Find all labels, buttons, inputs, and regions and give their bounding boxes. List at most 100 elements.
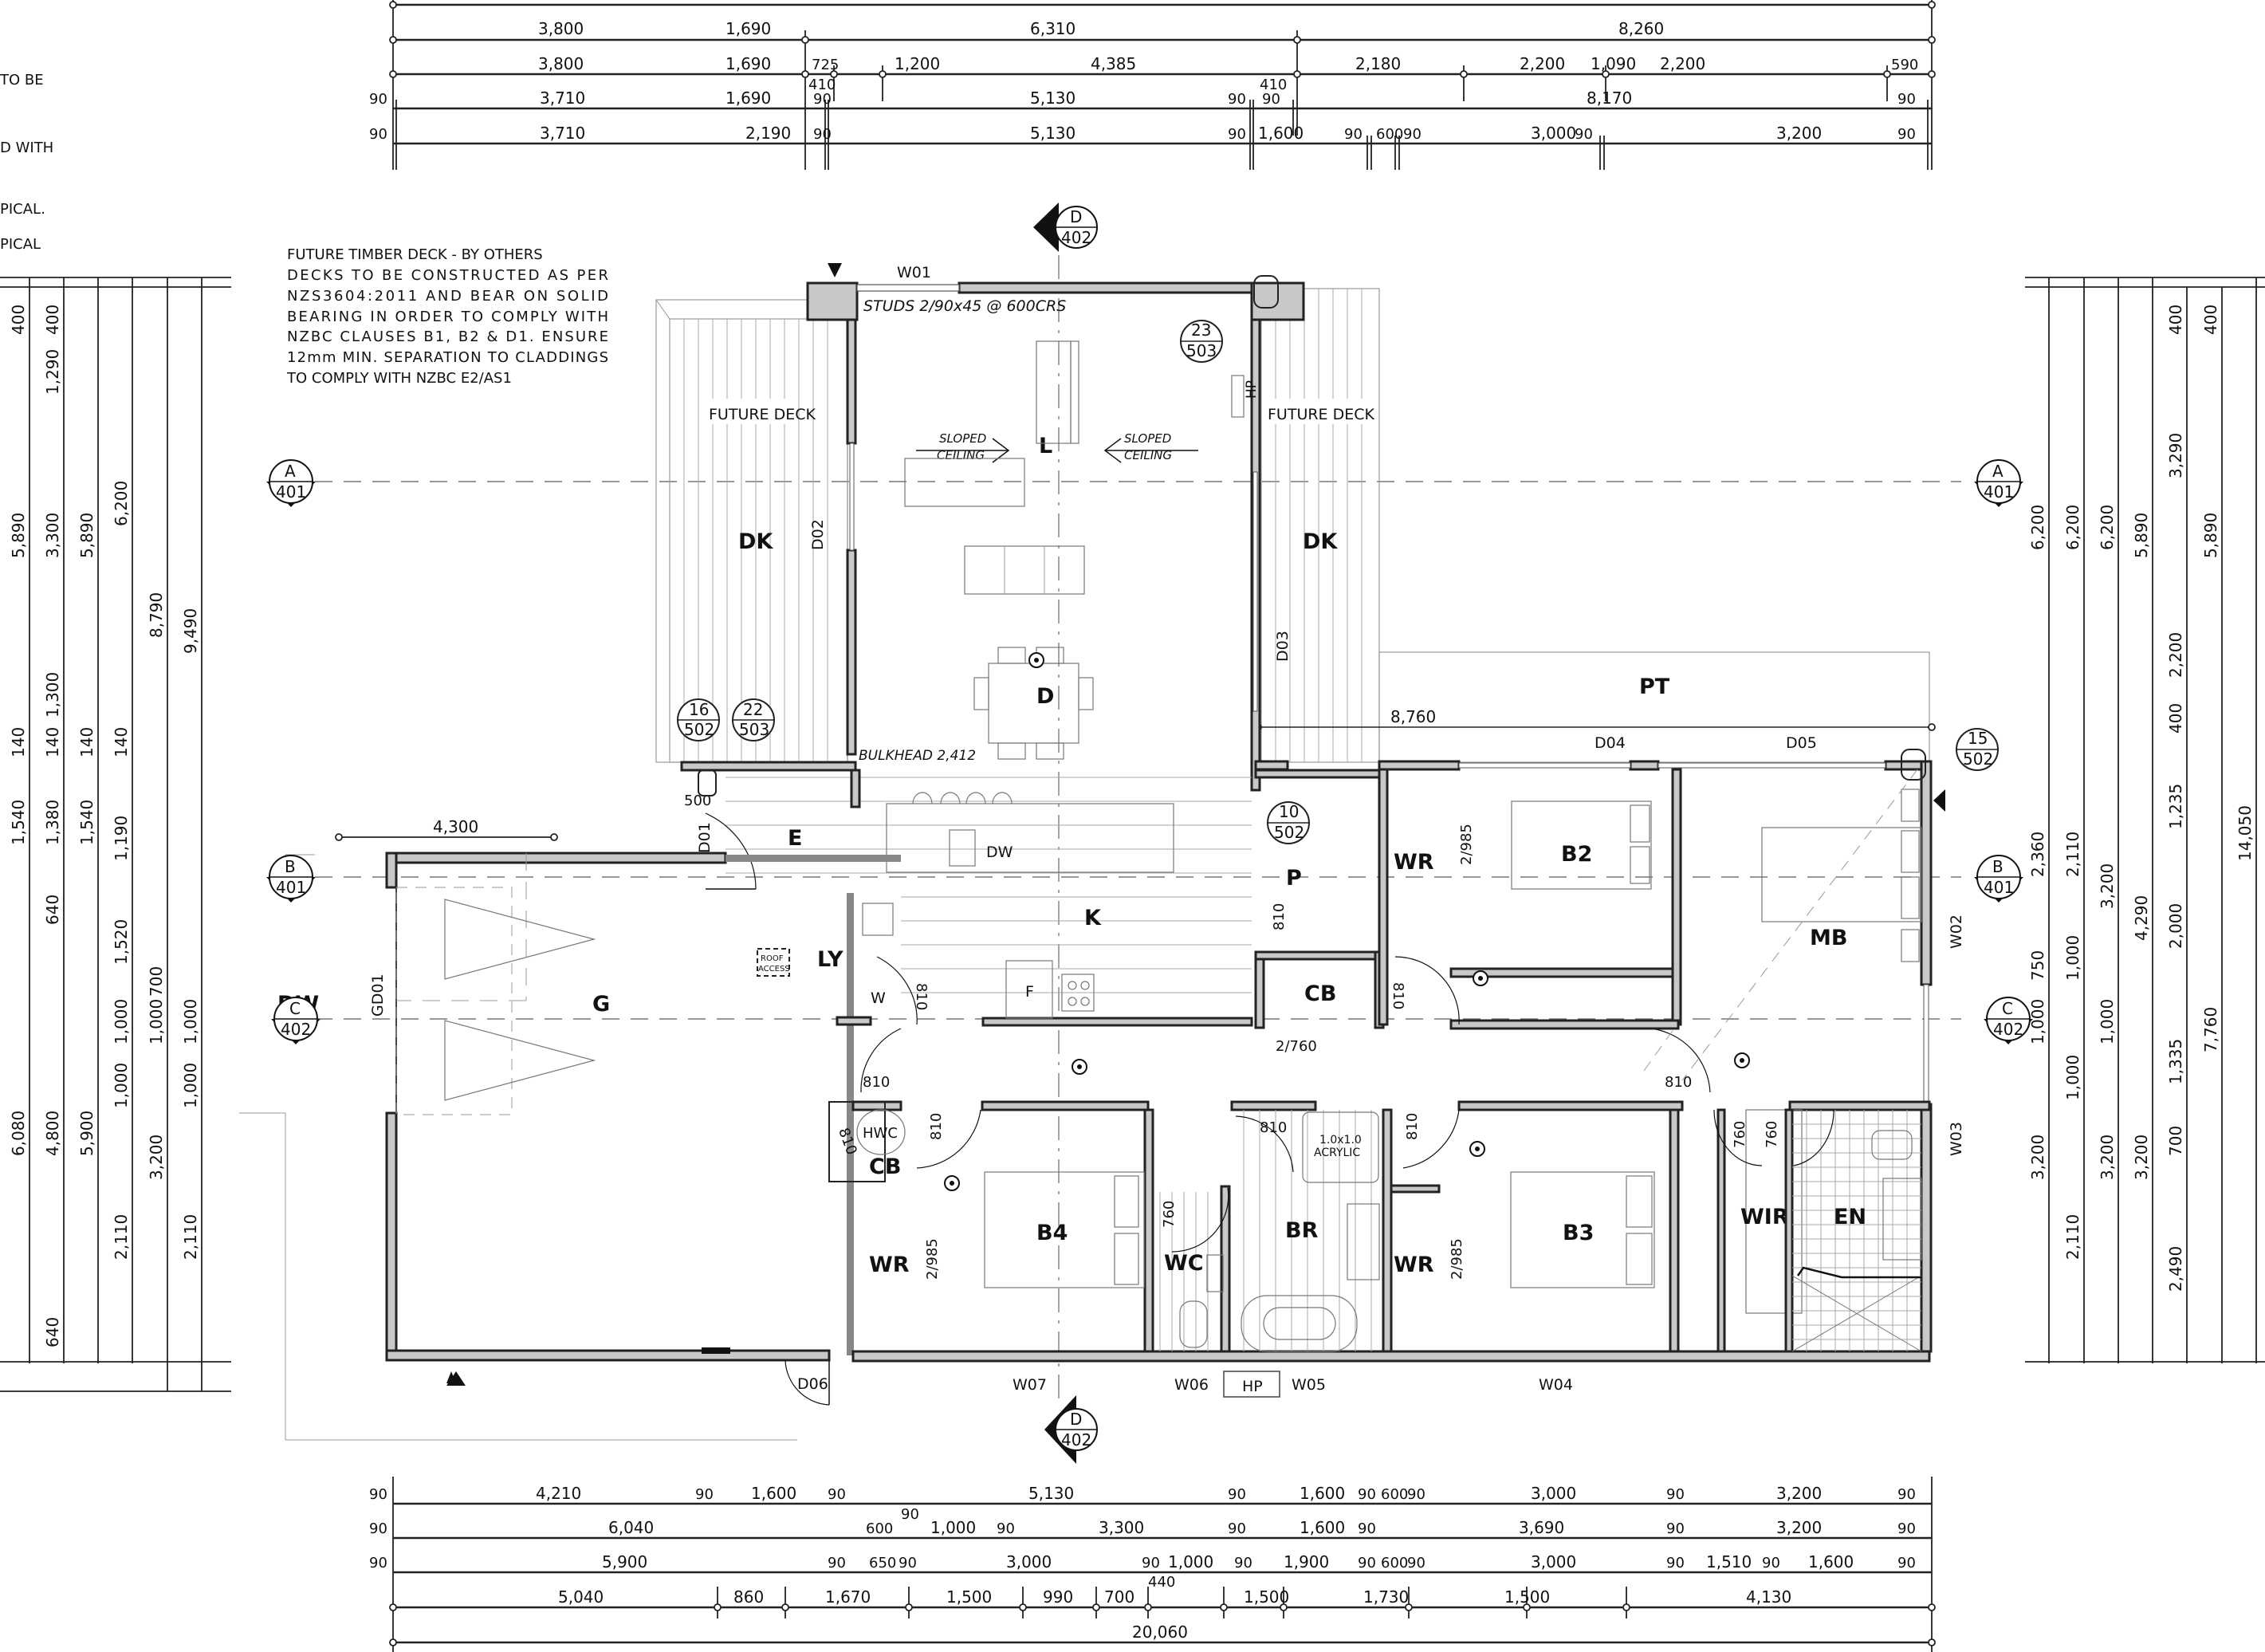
window-tag-w05: W05	[1292, 1376, 1326, 1394]
room-label-garage: G	[592, 992, 610, 1017]
svg-text:90: 90	[1897, 1555, 1916, 1571]
svg-text:401: 401	[1984, 878, 2014, 897]
sofa-side	[1036, 340, 1072, 444]
room-label-master-bedroom: MB	[1810, 926, 1847, 950]
svg-text:6,200: 6,200	[2063, 505, 2082, 550]
section-marker-c-left: C 402	[271, 997, 320, 1044]
svg-text:90: 90	[1666, 1555, 1685, 1571]
note-line: D WITH	[0, 140, 53, 156]
svg-text:760: 760	[1161, 1201, 1178, 1228]
svg-text:90: 90	[1897, 126, 1916, 143]
svg-text:400: 400	[43, 305, 62, 335]
svg-text:SLOPED: SLOPED	[1124, 431, 1171, 446]
svg-text:402: 402	[281, 1020, 311, 1039]
svg-text:410: 410	[1260, 77, 1287, 93]
svg-text:6,200: 6,200	[2028, 505, 2047, 550]
svg-text:1,510: 1,510	[1706, 1552, 1752, 1571]
future-deck-label: FUTURE DECK	[1268, 406, 1374, 423]
detail-callout: 23 503	[1180, 275, 1279, 363]
window-tag-w01: W01	[897, 264, 931, 281]
svg-text:4,385: 4,385	[1091, 54, 1136, 73]
south-wing: HWC CB 810 810 B4 WR 2/985 WC 760	[828, 1100, 1965, 1363]
door-tag-d05: D05	[1786, 734, 1817, 752]
svg-text:2,110: 2,110	[2063, 1214, 2082, 1260]
svg-text:90: 90	[1666, 1486, 1685, 1503]
svg-text:90: 90	[1762, 1555, 1780, 1571]
svg-text:1,600: 1,600	[1808, 1552, 1854, 1571]
svg-text:CEILING: CEILING	[1124, 448, 1172, 462]
svg-text:22: 22	[743, 700, 763, 719]
svg-text:2,190: 2,190	[745, 124, 791, 143]
svg-text:3,000: 3,000	[1531, 124, 1576, 143]
roof-access-hatch	[757, 948, 790, 977]
future-deck-label: FUTURE DECK	[709, 406, 816, 423]
svg-text:440: 440	[1148, 1574, 1175, 1591]
svg-text:140: 140	[43, 727, 62, 757]
sofa	[964, 545, 1085, 595]
svg-text:1,000: 1,000	[930, 1518, 976, 1537]
svg-text:700: 700	[147, 966, 166, 997]
svg-text:590: 590	[1891, 57, 1918, 73]
hot-water-cylinder-label: HWC	[863, 1125, 898, 1142]
note-line: PICAL.	[0, 201, 45, 218]
svg-text:5,900: 5,900	[602, 1552, 647, 1571]
level-marker-icon	[828, 263, 842, 277]
svg-text:90: 90	[1407, 1486, 1425, 1503]
svg-text:2/985: 2/985	[924, 1238, 941, 1280]
svg-text:3,300: 3,300	[1099, 1518, 1144, 1537]
svg-text:C: C	[289, 999, 301, 1018]
svg-text:10: 10	[1279, 802, 1299, 821]
room-label-wardrobe: WR	[1394, 1253, 1434, 1277]
sofa-front	[904, 458, 1025, 507]
cooktop-icon	[1061, 974, 1095, 1012]
svg-text:1,600: 1,600	[1300, 1518, 1345, 1537]
svg-text:1,540: 1,540	[77, 800, 96, 845]
svg-text:1,000: 1,000	[2063, 935, 2082, 981]
svg-text:2,490: 2,490	[2166, 1246, 2185, 1292]
svg-text:2,360: 2,360	[2028, 832, 2047, 877]
bed	[1510, 1171, 1655, 1288]
svg-text:1,290: 1,290	[43, 349, 62, 395]
living-dining: STUDS 2/90x45 @ 600CRS D02 D03 W01 SLOPE…	[680, 263, 1305, 792]
svg-text:5,890: 5,890	[77, 513, 96, 558]
step-marker	[702, 1347, 730, 1354]
svg-text:ACCESS: ACCESS	[758, 965, 790, 974]
hand-basin	[1206, 1254, 1224, 1292]
svg-text:90: 90	[1262, 91, 1280, 108]
car-outline	[444, 1020, 596, 1101]
fridge	[1005, 960, 1053, 1019]
svg-text:90: 90	[899, 1555, 917, 1571]
bathtub	[1241, 1295, 1358, 1352]
shower-tray	[1302, 1111, 1379, 1183]
svg-text:3,710: 3,710	[540, 88, 585, 108]
svg-text:1,500: 1,500	[1244, 1587, 1289, 1607]
note-line: TO BE	[0, 72, 44, 88]
svg-text:760: 760	[1764, 1121, 1780, 1148]
svg-text:1,380: 1,380	[43, 800, 62, 845]
svg-text:3,800: 3,800	[538, 54, 584, 73]
svg-text:2,200: 2,200	[2166, 632, 2185, 678]
detail-callout: 15 502	[1901, 728, 1999, 781]
svg-text:15: 15	[1968, 729, 1988, 748]
svg-text:3,200: 3,200	[1776, 1518, 1822, 1537]
vanity	[1882, 1178, 1922, 1261]
svg-text:6,040: 6,040	[608, 1518, 654, 1537]
svg-text:6,310: 6,310	[1030, 19, 1075, 38]
svg-text:1,090: 1,090	[1591, 54, 1636, 73]
svg-text:810: 810	[1404, 1113, 1421, 1140]
svg-text:1,200: 1,200	[895, 54, 940, 73]
door-tag-gd01: GD01	[369, 974, 387, 1017]
room-label-wc: WC	[1164, 1251, 1204, 1276]
svg-text:1,500: 1,500	[1504, 1587, 1550, 1607]
svg-text:725: 725	[812, 57, 839, 73]
svg-text:1,500: 1,500	[946, 1587, 992, 1607]
svg-text:90: 90	[1666, 1520, 1685, 1537]
svg-text:5,890: 5,890	[2132, 513, 2151, 558]
window-tag-w06: W06	[1174, 1376, 1209, 1394]
svg-text:90: 90	[1403, 126, 1422, 143]
svg-text:700: 700	[1104, 1587, 1134, 1607]
fire-wall-hatch	[847, 893, 854, 1355]
svg-text:CEILING: CEILING	[937, 448, 985, 462]
toilet	[1179, 1300, 1208, 1348]
